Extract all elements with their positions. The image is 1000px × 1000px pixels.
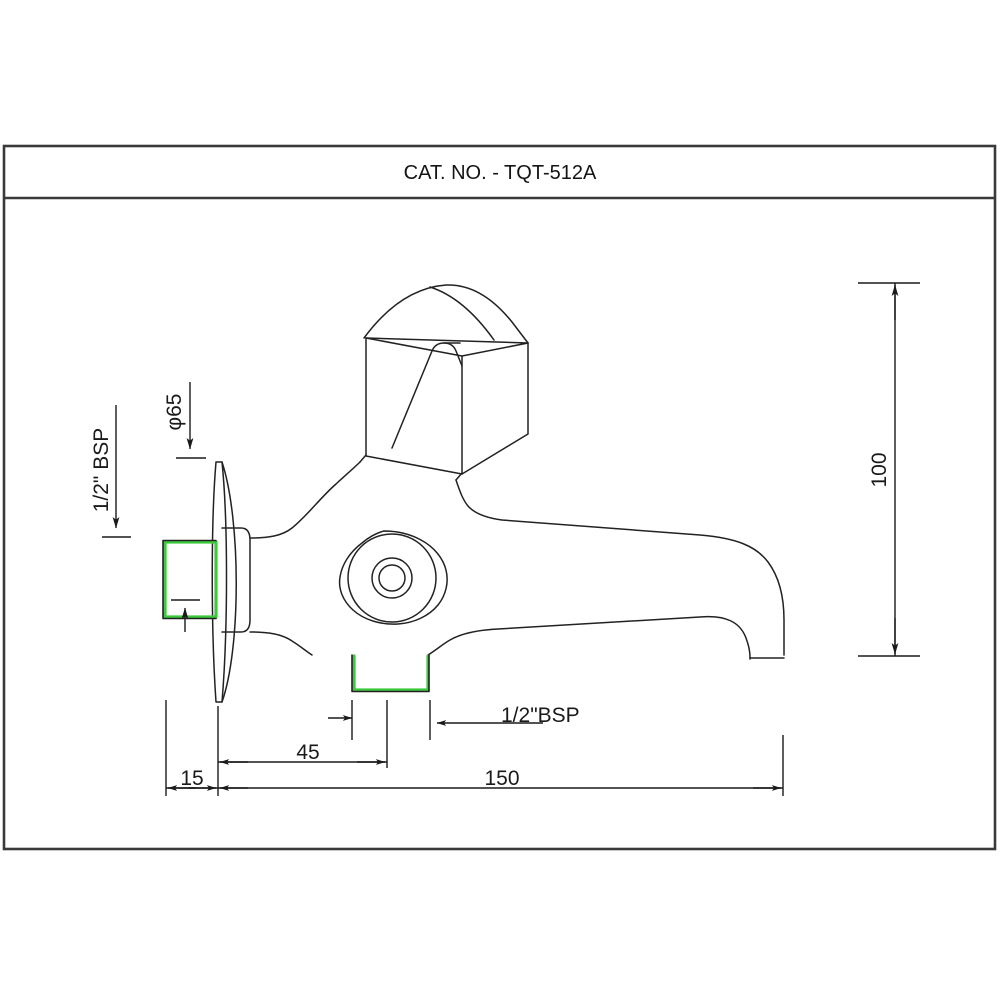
faucet-drawing	[162, 284, 785, 703]
dim-inlet-lower-tick	[171, 599, 200, 632]
dim-label-100: 100	[868, 452, 891, 487]
wall-flange-escutcheon	[211, 461, 237, 703]
dim-label-150: 150	[484, 767, 519, 790]
sheet-border	[2, 144, 997, 851]
dim-45-pointer	[328, 700, 353, 740]
dim-100	[858, 282, 920, 657]
dim-flange-diameter	[176, 382, 206, 459]
dim-inlet-thread	[102, 405, 131, 538]
valve-cap-nut	[338, 530, 448, 625]
dimension-text-group: 1/2" BSP φ65 15 45 150 100 1/2"BSP	[90, 394, 891, 790]
catalog-number-label: CAT. NO. - TQT-512A	[404, 162, 597, 184]
dim-extension-lines	[165, 700, 784, 796]
faucet-handle	[363, 284, 529, 475]
outlet-thread-stub	[351, 654, 430, 693]
dimension-annotations	[102, 282, 920, 796]
dim-outlet-thread	[429, 700, 543, 740]
valve-stem-collar	[359, 454, 463, 481]
inlet-thread-stub	[162, 539, 218, 620]
dim-label-inlet-thread: 1/2" BSP	[90, 428, 113, 513]
faucet-body-outline	[249, 461, 785, 660]
dim-label-15: 15	[180, 767, 203, 790]
dim-label-45: 45	[296, 741, 319, 764]
dim-label-outlet-thread: 1/2"BSP	[501, 704, 580, 727]
body-hub	[221, 527, 251, 633]
dim-label-flange-diameter: φ65	[163, 394, 186, 431]
